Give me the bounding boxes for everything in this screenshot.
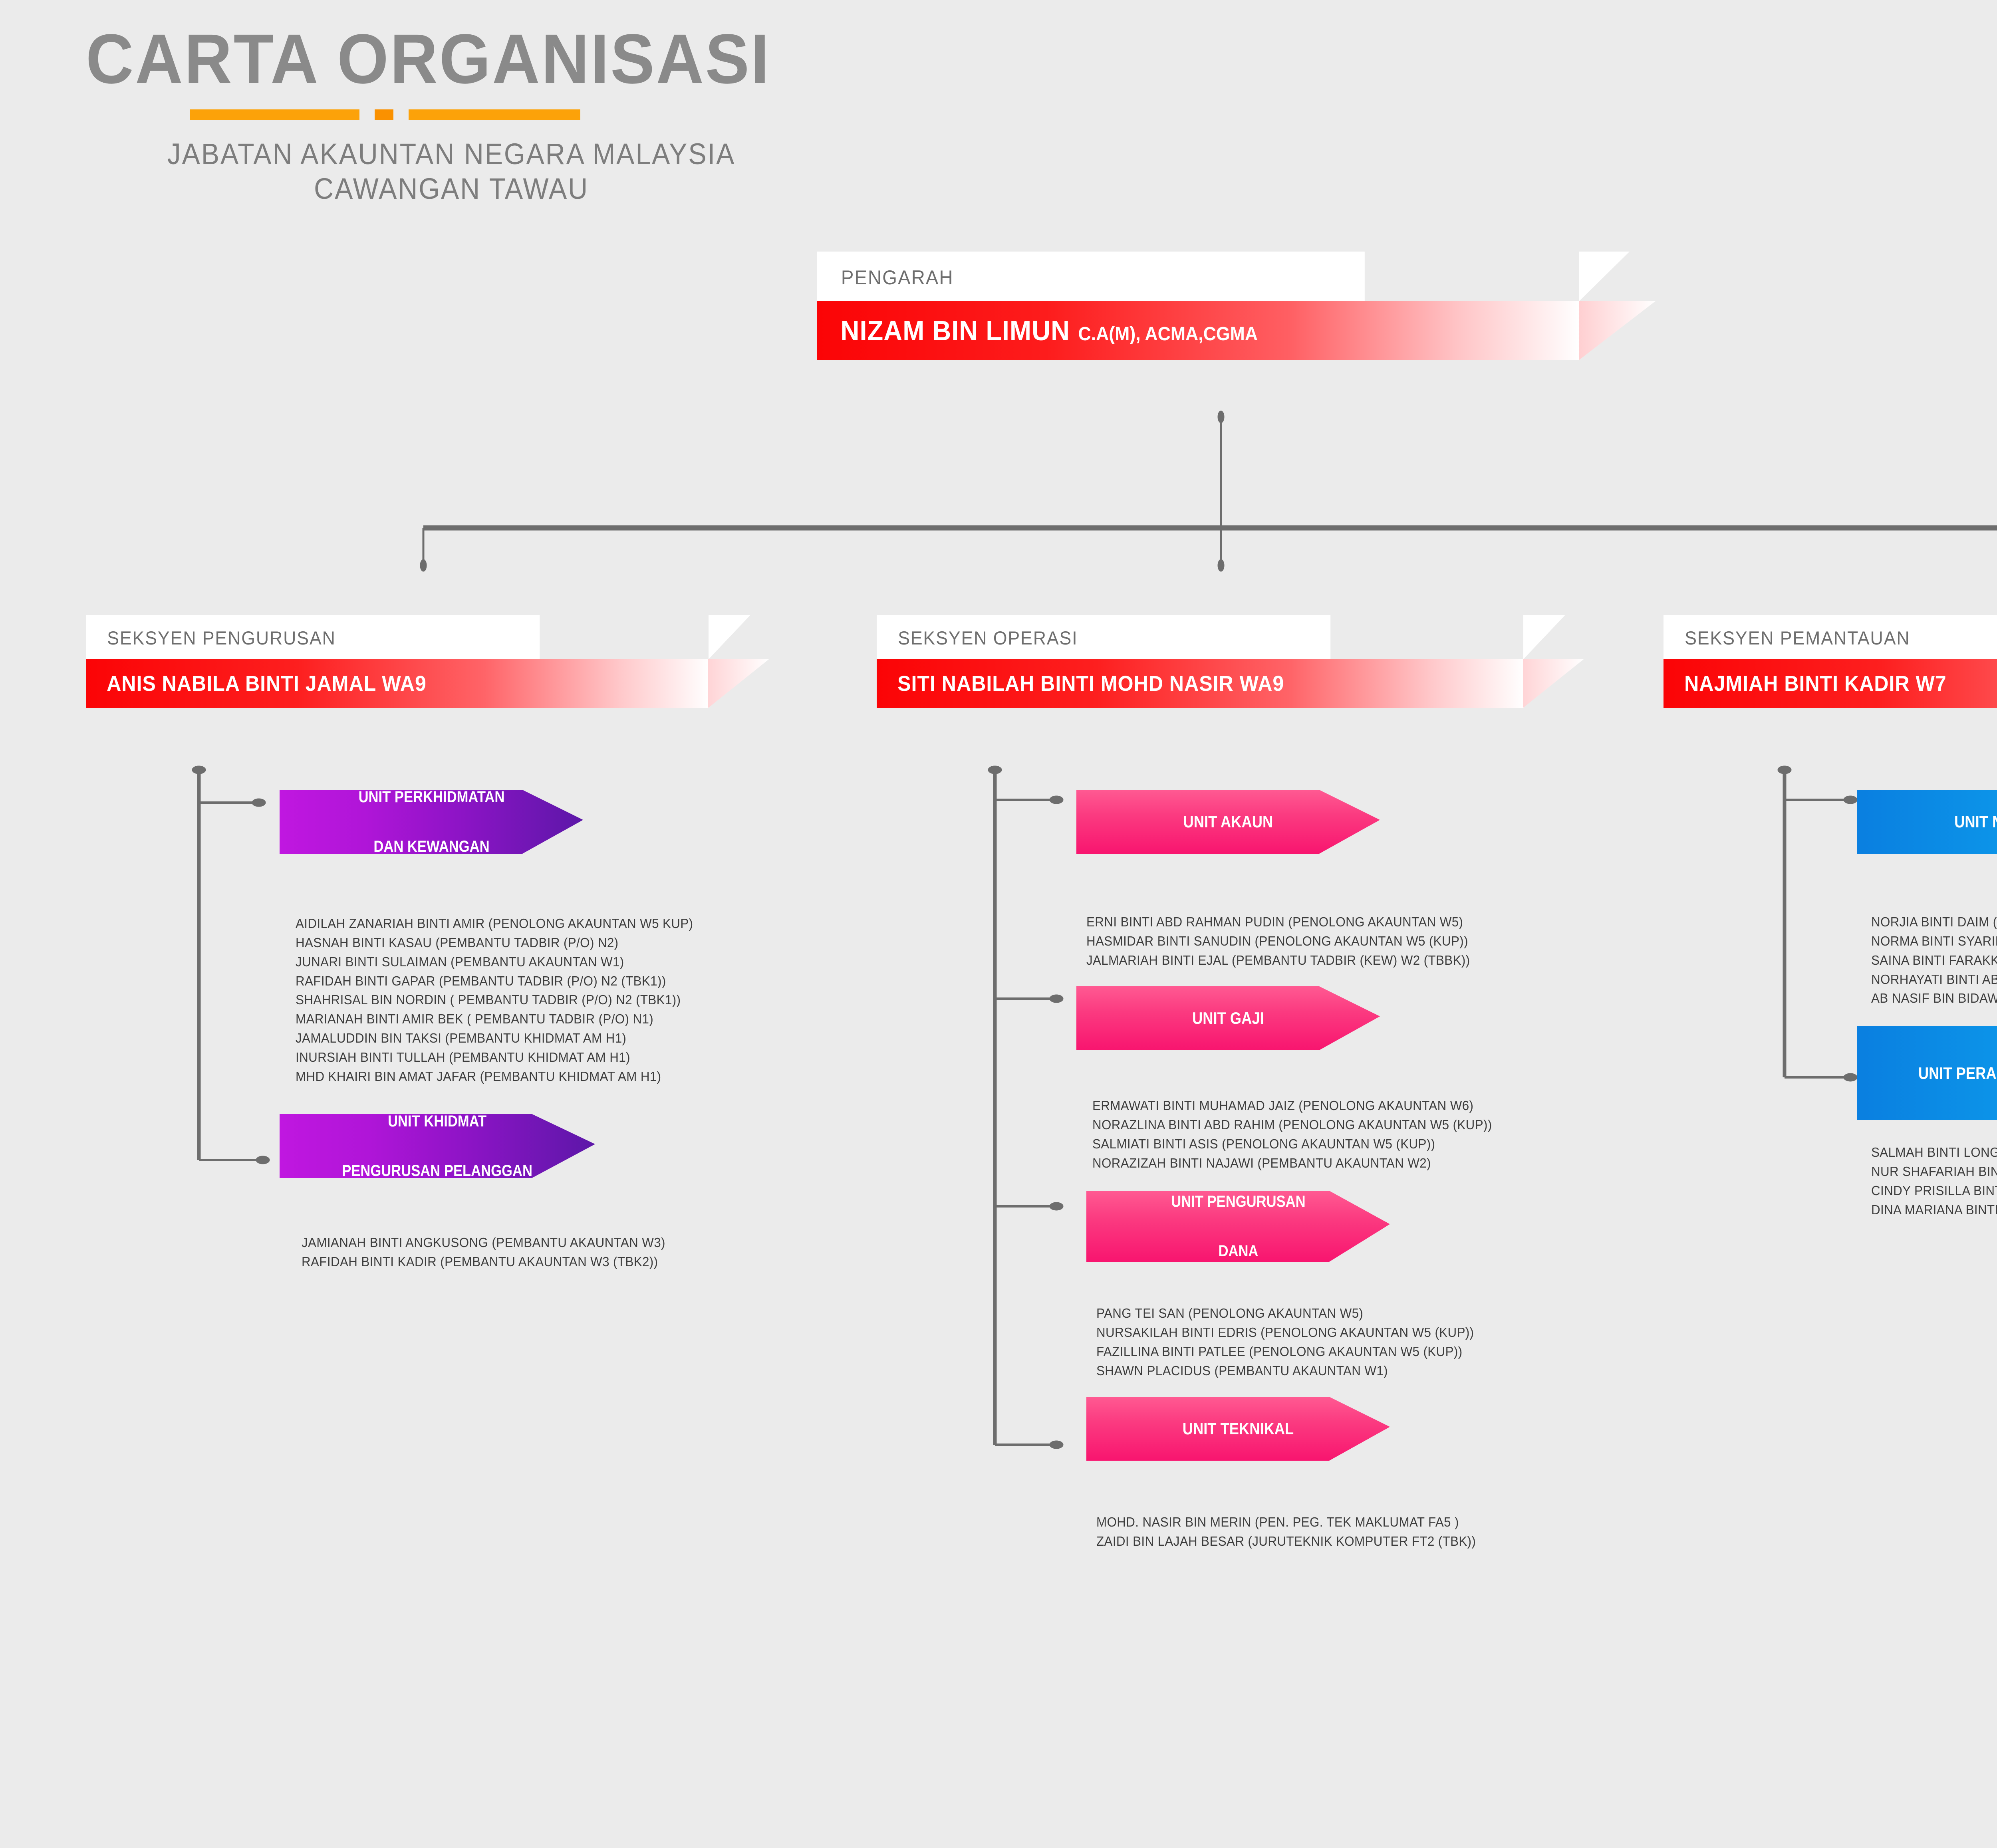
section-label: SEKSYEN OPERASI <box>877 615 1331 659</box>
staff-item: JALMARIAH BINTI EJAL (PEMBANTU TADBIR (K… <box>1086 952 1470 968</box>
section-head-bar: NAJMIAH BINTI KADIR W7 <box>1664 659 1997 708</box>
section-node-pemantauan[interactable]: SEKSYEN PEMANTAUAN NAJMIAH BINTI KADIR W… <box>1664 615 1997 708</box>
section-node-pengurusan[interactable]: SEKSYEN PENGURUSAN ANIS NABILA BINTI JAM… <box>86 615 709 708</box>
staff-item: HASMIDAR BINTI SANUDIN (PENOLONG AKAUNTA… <box>1086 933 1468 948</box>
staff-item: FAZILLINA BINTI PATLEE (PENOLONG AKAUNTA… <box>1096 1344 1463 1359</box>
director-name-inner: NIZAM BIN LIMUN C.A(M), ACMA,CGMA <box>817 301 1258 360</box>
unit-box-naziran[interactable]: UNIT NAZIRAN <box>1857 790 1997 854</box>
unit-title-line-1: UNIT NAZIRAN <box>1954 812 1997 831</box>
unit-title-line-1: UNIT TEKNIKAL <box>1182 1419 1294 1438</box>
unit-title: UNIT NAZIRAN <box>1951 809 1997 835</box>
staff-item: MHD KHAIRI BIN AMAT JAFAR (PEMBANTU KHID… <box>296 1069 661 1084</box>
staff-list-teknikal: MOHD. NASIR BIN MERIN (PEN. PEG. TEK MAK… <box>1096 1513 1496 1551</box>
director-node[interactable]: PENGARAH NIZAM BIN LIMUN C.A(M), ACMA,CGM… <box>817 252 1580 360</box>
unit-box-gaji[interactable]: UNIT GAJI <box>1076 986 1380 1050</box>
section-head-name: ANIS NABILA BINTI JAMAL WA9 <box>107 672 427 696</box>
staff-item: SHAHRISAL BIN NORDIN ( PEMBANTU TADBIR (… <box>296 992 681 1007</box>
staff-item: SHAWN PLACIDUS (PEMBANTU AKAUNTAN W1) <box>1096 1363 1388 1378</box>
staff-item: NORHAYATI BINTI ABDU RAHMAN (PEMBANTU TA… <box>1871 972 1997 987</box>
staff-item: CINDY PRISILLA BINTI USMAN (PENOLONG AKA… <box>1871 1183 1997 1198</box>
page-title: CARTA ORGANISASI <box>86 20 771 98</box>
unit-title-line-2: DAN KEWANGAN <box>373 838 490 855</box>
unit-title-line-1: UNIT GAJI <box>1192 1009 1264 1028</box>
director-credentials: C.A(M), ACMA,CGMA <box>1078 323 1258 345</box>
section-label: SEKSYEN PEMANTAUAN <box>1664 615 1997 659</box>
staff-item: ERMAWATI BINTI MUHAMAD JAIZ (PENOLONG AK… <box>1092 1098 1474 1113</box>
header-block: CARTA ORGANISASI JABATAN AKAUNTAN NEGARA… <box>86 24 885 206</box>
staff-item: SALMAH BINTI LONGI (PENOLONG AKAUNTAN W6… <box>1871 1145 1997 1160</box>
unit-title-line-2: DANA <box>1218 1242 1258 1260</box>
staff-item: JAMALUDDIN BIN TAKSI (PEMBANTU KHIDMAT A… <box>296 1031 627 1046</box>
staff-item: DINA MARIANA BINTI AROLA (PENOLONG AKAUN… <box>1871 1202 1997 1217</box>
unit-title-line-2: PENGURUSAN PELANGGAN <box>342 1162 533 1180</box>
staff-item: NORAZLINA BINTI ABD RAHIM (PENOLONG AKAU… <box>1092 1117 1492 1132</box>
staff-item: RAFIDAH BINTI KADIR (PEMBANTU AKAUNTAN W… <box>302 1254 658 1269</box>
staff-item: AB NASIF BIN BIDAWALI (PEMBANTU AKAUNTAN… <box>1871 991 1997 1006</box>
unit-title: UNIT AKAUN <box>1180 809 1276 835</box>
staff-item: AIDILAH ZANARIAH BINTI AMIR (PENOLONG AK… <box>296 916 693 931</box>
director-role-wrap: PENGARAH <box>817 252 1580 301</box>
unit-box-akaun[interactable]: UNIT AKAUN <box>1076 790 1380 854</box>
unit-title: UNIT PERKHIDMATAN DAN KEWANGAN <box>353 788 510 855</box>
section-label: SEKSYEN PENGURUSAN <box>86 615 540 659</box>
director-name: NIZAM BIN LIMUN <box>840 315 1070 346</box>
unit-title-line-1: UNIT KHIDMAT <box>388 1112 487 1130</box>
title-accent-rule <box>190 109 629 120</box>
section-label-wrap: SEKSYEN OPERASI <box>877 615 1524 659</box>
director-role-label: PENGARAH <box>817 252 1365 301</box>
staff-item: JUNARI BINTI SULAIMAN (PEMBANTU AKAUNTAN… <box>296 954 624 969</box>
accent-bar-right <box>409 109 580 120</box>
unit-title: UNIT TEKNIKAL <box>1178 1416 1298 1442</box>
staff-item: HASNAH BINTI KASAU (PEMBANTU TADBIR (P/O… <box>296 935 619 950</box>
staff-list-perkhidmatan-dan-kewangan: AIDILAH ZANARIAH BINTI AMIR (PENOLONG AK… <box>296 914 714 1086</box>
staff-list-gaji: ERMAWATI BINTI MUHAMAD JAIZ (PENOLONG AK… <box>1092 1096 1513 1172</box>
staff-item: NORAZIZAH BINTI NAJAWI (PEMBANTU AKAUNTA… <box>1092 1155 1431 1170</box>
section-head-bar: ANIS NABILA BINTI JAMAL WA9 <box>86 659 709 708</box>
section-label-wrap: SEKSYEN PENGURUSAN <box>86 615 709 659</box>
subtitle-line-1: JABATAN AKAUNTAN NEGARA MALAYSIA <box>167 137 736 171</box>
unit-title: UNIT KHIDMAT PENGURUSAN PELANGGAN <box>335 1112 540 1180</box>
accent-bar-center <box>375 109 393 120</box>
staff-list-akaun: ERNI BINTI ABD RAHMAN PUDIN (PENOLONG AK… <box>1086 912 1490 970</box>
section-node-operasi[interactable]: SEKSYEN OPERASI SITI NABILAH BINTI MOHD … <box>877 615 1524 708</box>
unit-box-perkhidmatan-dan-kewangan[interactable]: UNIT PERKHIDMATAN DAN KEWANGAN <box>280 790 583 854</box>
unit-title: UNIT PERAKAUNAN ASET <box>1912 1060 1997 1086</box>
staff-item: SAINA BINTI FARAKKASI (PENOLONG AKAUNTAN… <box>1871 952 1997 968</box>
section-head-name: SITI NABILAH BINTI MOHD NASIR WA9 <box>897 672 1284 696</box>
section-label-wrap: SEKSYEN PEMANTAUAN <box>1664 615 1997 659</box>
unit-title: UNIT PENGURUSAN DANA <box>1166 1191 1310 1262</box>
staff-item: NUR SHAFARIAH BINTI DJUBAIR (PENOLONG AK… <box>1871 1164 1997 1179</box>
staff-item: SALMIATI BINTI ASIS (PENOLONG AKAUNTAN W… <box>1092 1136 1435 1151</box>
staff-item: JAMIANAH BINTI ANGKUSONG (PEMBANTU AKAUN… <box>302 1235 665 1250</box>
staff-item: MOHD. NASIR BIN MERIN (PEN. PEG. TEK MAK… <box>1096 1515 1459 1529</box>
unit-title-line-1: UNIT PERAKAUNAN ASET <box>1918 1063 1997 1083</box>
section-head-name: NAJMIAH BINTI KADIR W7 <box>1684 672 1947 696</box>
staff-list-perakaunan-aset: SALMAH BINTI LONGI (PENOLONG AKAUNTAN W6… <box>1871 1143 1997 1219</box>
unit-box-pengurusan-dana[interactable]: UNIT PENGURUSAN DANA <box>1086 1191 1390 1262</box>
subtitle: JABATAN AKAUNTAN NEGARA MALAYSIA CAWANGA… <box>115 137 788 206</box>
staff-item: PANG TEI SAN (PENOLONG AKAUNTAN W5) <box>1096 1306 1364 1321</box>
unit-box-teknikal[interactable]: UNIT TEKNIKAL <box>1086 1397 1390 1461</box>
unit-title-line-1: UNIT AKAUN <box>1183 812 1273 831</box>
staff-item: NORMA BINTI SYARIFUDDIN (PENOLONG AKAUNT… <box>1871 933 1997 948</box>
staff-list-naziran: NORJIA BINTI DAIM (PENOLONG AKAUNTAN W6)… <box>1871 912 1997 1008</box>
section-head-bar: SITI NABILAH BINTI MOHD NASIR WA9 <box>877 659 1524 708</box>
subtitle-line-2: CAWANGAN TAWAU <box>314 172 589 206</box>
unit-box-perakaunan-aset[interactable]: UNIT PERAKAUNAN ASET <box>1857 1026 1997 1120</box>
staff-list-pengurusan-dana: PANG TEI SAN (PENOLONG AKAUNTAN W5) NURS… <box>1096 1304 1494 1380</box>
staff-item: NURSAKILAH BINTI EDRIS (PENOLONG AKAUNTA… <box>1096 1325 1474 1340</box>
staff-item: RAFIDAH BINTI GAPAR (PEMBANTU TADBIR (P/… <box>296 973 666 988</box>
staff-list-khidmat-pengurusan-pelanggan: JAMIANAH BINTI ANGKUSONG (PEMBANTU AKAUN… <box>302 1233 685 1271</box>
staff-item: NORJIA BINTI DAIM (PENOLONG AKAUNTAN W6) <box>1871 914 1997 929</box>
unit-title-line-1: UNIT PENGURUSAN <box>1171 1193 1306 1210</box>
accent-bar-left <box>190 109 359 120</box>
staff-item: ERNI BINTI ABD RAHMAN PUDIN (PENOLONG AK… <box>1086 914 1463 929</box>
unit-title: UNIT GAJI <box>1189 1005 1266 1031</box>
staff-item: ZAIDI BIN LAJAH BESAR (JURUTEKNIK KOMPUT… <box>1096 1533 1476 1549</box>
staff-item: MARIANAH BINTI AMIR BEK ( PEMBANTU TADBI… <box>296 1011 654 1027</box>
staff-item: INURSIAH BINTI TULLAH (PEMBANTU KHIDMAT … <box>296 1049 630 1065</box>
unit-title-line-1: UNIT PERKHIDMATAN <box>358 788 504 806</box>
director-name-bar: NIZAM BIN LIMUN C.A(M), ACMA,CGMA <box>817 301 1580 360</box>
unit-box-khidmat-pengurusan-pelanggan[interactable]: UNIT KHIDMAT PENGURUSAN PELANGGAN <box>280 1114 595 1178</box>
